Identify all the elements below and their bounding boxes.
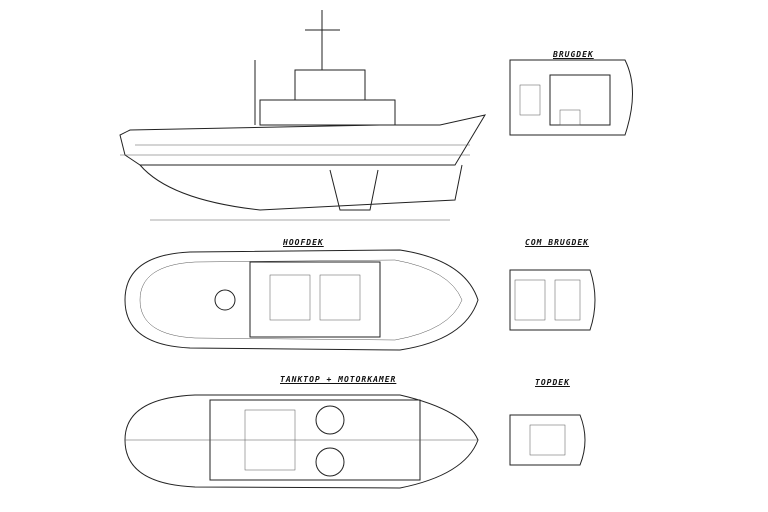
side-profile <box>119 10 487 221</box>
plan-topdek <box>509 414 586 466</box>
label-hoofddek: HOOFDEK <box>283 238 324 247</box>
label-topdek: TOPDEK <box>535 378 570 387</box>
plan-hoofddek <box>124 249 479 351</box>
plan-com-brugdek <box>509 269 596 331</box>
label-tanktop-motorkamer: TANKTOP + MOTORKAMER <box>280 375 397 384</box>
plan-tanktop <box>124 394 479 489</box>
plan-brugdek <box>509 59 633 136</box>
label-com-brugdek: COM BRUGDEK <box>525 238 589 247</box>
label-brugdek: BRUGDEK <box>553 50 594 59</box>
